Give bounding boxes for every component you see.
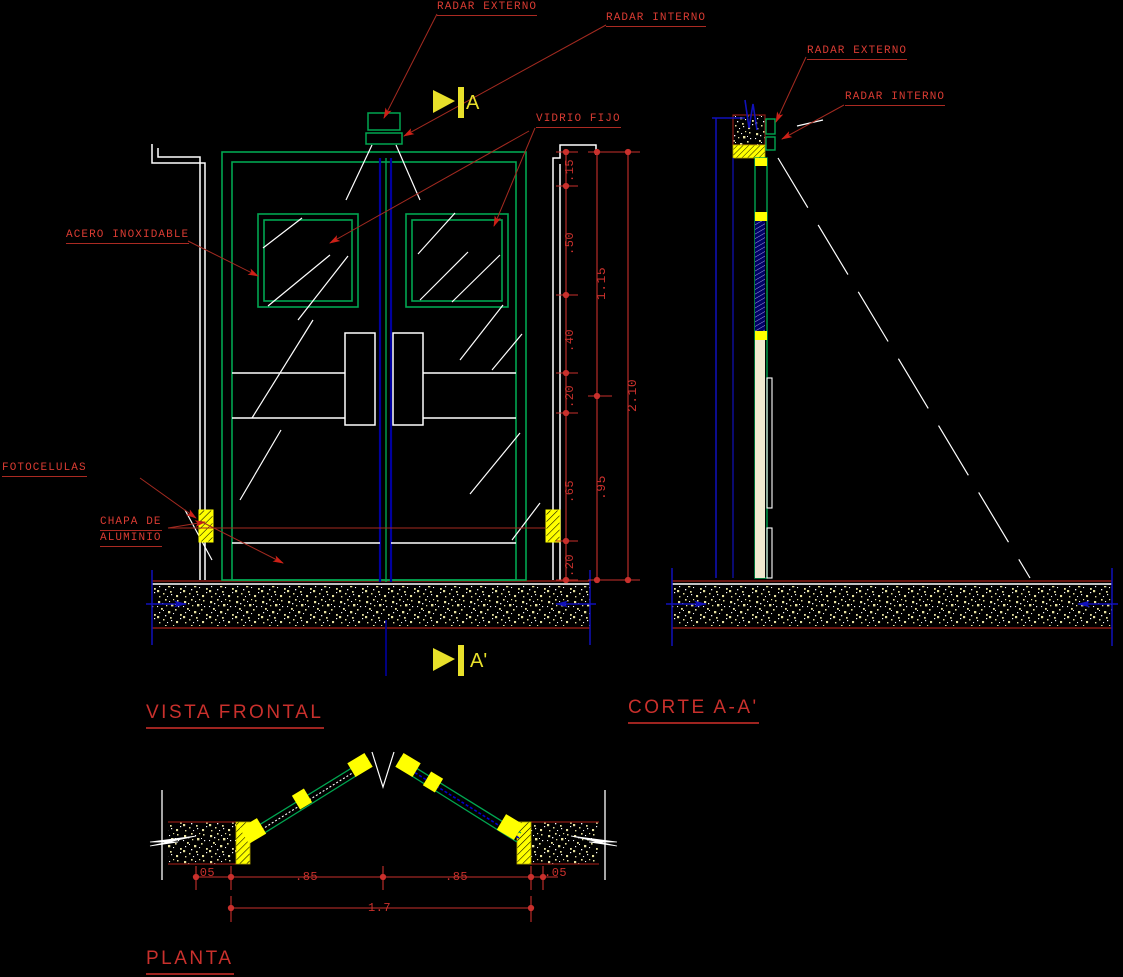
glass-panel-right [405, 213, 509, 308]
photocell-right [545, 509, 561, 543]
dim-0-95: .95 [594, 475, 609, 500]
label-vidrio-fijo: VIDRIO FIJO [536, 113, 621, 128]
front-center-stiles [378, 158, 393, 582]
dim-plan-0-05-left: .05 [192, 866, 216, 880]
dim-plan-0-85-left: .85 [295, 870, 319, 884]
dim-2-10: 2.10 [625, 378, 640, 412]
section-radar-boxes [765, 118, 776, 151]
section-sight-lines [777, 119, 1031, 579]
door-handle-assembly [232, 332, 516, 426]
plan-dimension-chain [192, 866, 558, 922]
label-fotocelulas: FOTOCELULAS [2, 462, 87, 477]
dim-0-65: .65 [563, 479, 577, 503]
front-elevation-view [139, 13, 640, 645]
section-lintel [712, 99, 766, 578]
dim-plan-0-05-right: .05 [544, 866, 568, 880]
label-acero-inoxidable: ACERO INOXIDABLE [66, 229, 190, 244]
section-marker-a: A [466, 92, 480, 114]
glass-reflection-lines [184, 212, 541, 561]
dim-0-40: .40 [563, 328, 577, 352]
glass-panel-left [257, 213, 359, 308]
dim-0-50: .50 [563, 231, 577, 255]
plan-wall-left [149, 790, 251, 880]
front-floor-slab [146, 570, 596, 645]
dim-0-20-upper: .20 [563, 384, 577, 408]
plan-center-notch [371, 751, 395, 790]
title-corte-aa: CORTE A-A' [628, 697, 759, 724]
label-aluminio-line2: ALUMINIO [100, 531, 162, 547]
label-radar-externo-front: RADAR EXTERNO [437, 1, 538, 16]
label-chapa-de-line1: CHAPA DE [100, 515, 162, 531]
plan-view [149, 751, 618, 922]
front-wall-outline [151, 144, 206, 580]
section-marker-top-glyph [433, 87, 464, 118]
section-floor-slab [666, 568, 1118, 646]
dim-1-15: 1.15 [594, 266, 609, 300]
title-vista-frontal: VISTA FRONTAL [146, 702, 324, 729]
label-radar-externo-section: RADAR EXTERNO [807, 45, 908, 60]
front-leaders [139, 13, 607, 564]
section-door-leaf [754, 157, 773, 579]
plan-wall-right [516, 790, 618, 880]
dim-0-20-lower: .20 [563, 553, 577, 577]
label-radar-interno-front: RADAR INTERNO [606, 12, 707, 27]
section-leaders [775, 56, 845, 140]
front-dimension-chain-middle [588, 148, 640, 584]
label-chapa-de-aluminio: CHAPA DE ALUMINIO [100, 515, 162, 548]
front-door-frame [221, 151, 527, 581]
dim-0-15: .15 [563, 158, 577, 182]
dim-plan-0-85-right: .85 [445, 870, 469, 884]
title-planta: PLANTA [146, 948, 234, 975]
radar-beam-lines [345, 144, 421, 201]
plan-leaf-right [395, 752, 524, 843]
section-marker-bottom-glyph [433, 645, 464, 676]
section-marker-a-prime: A' [470, 650, 488, 672]
dim-plan-1-7: 1.7 [368, 901, 392, 915]
label-radar-interno-section: RADAR INTERNO [845, 91, 946, 106]
front-dimension-overall [618, 148, 640, 584]
plan-leaf-left [239, 752, 373, 844]
section-view [666, 56, 1118, 646]
front-dimension-chain-inner [556, 148, 578, 584]
